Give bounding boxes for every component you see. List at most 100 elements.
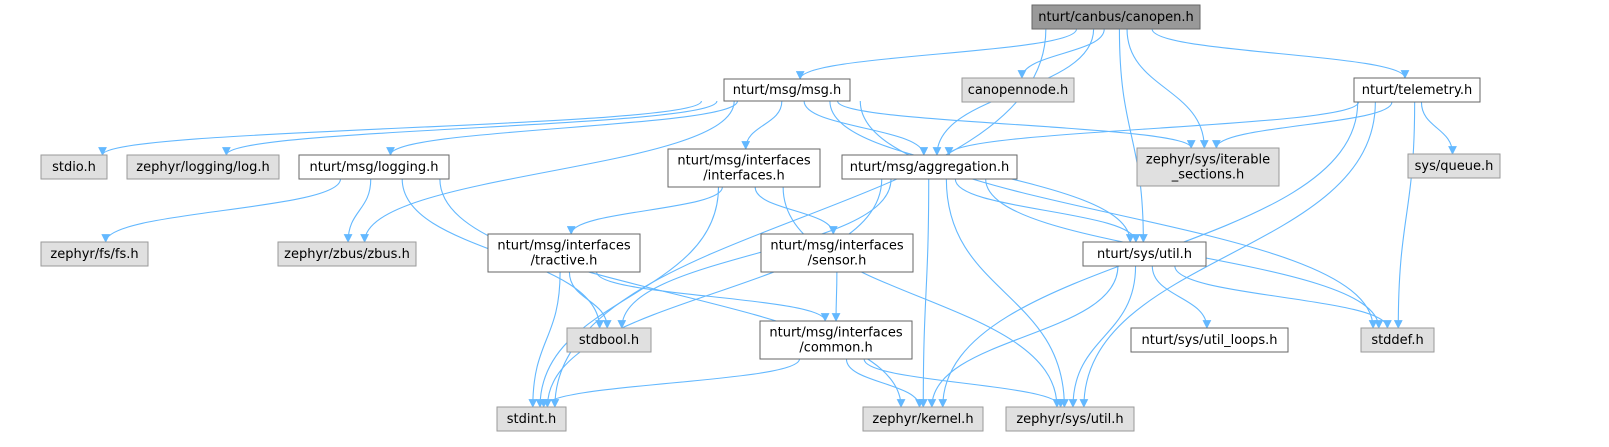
node-telemetry[interactable]: nturt/telemetry.h: [1353, 77, 1481, 103]
node-box-stdint: [496, 406, 567, 432]
edge-nturtutil-to-stddef: [1174, 265, 1392, 329]
node-box-nturtutil: [1082, 241, 1207, 267]
node-label-stdio: stdio.h: [52, 160, 96, 175]
node-label-sensor: nturt/msg/interfaces: [770, 239, 903, 254]
node-label-queue: sys/queue.h: [1415, 159, 1494, 174]
edge-canopen-to-iterable: [1126, 28, 1209, 149]
node-box-canopen: [1031, 4, 1201, 30]
node-label-sensor: /sensor.h: [808, 254, 867, 269]
node-label-msg: nturt/msg/msg.h: [733, 83, 842, 98]
node-label-tractive: /tractive.h: [531, 254, 598, 269]
node-box-stdbool: [566, 327, 652, 353]
node-box-stddef: [1360, 327, 1435, 353]
node-box-zbus: [277, 241, 417, 267]
node-canopennode: canopennode.h: [961, 77, 1075, 103]
node-tractive[interactable]: nturt/msg/interfaces/tractive.h: [487, 233, 641, 273]
node-label-iterable: _sections.h: [1171, 168, 1244, 183]
node-stdio: stdio.h: [40, 154, 108, 180]
edge-msg-to-aggregation: [803, 100, 929, 156]
node-label-stdint: stdint.h: [507, 412, 556, 427]
node-box-queue: [1407, 153, 1501, 179]
node-box-stdio: [40, 154, 108, 180]
node-kernel: zephyr/kernel.h: [862, 406, 984, 432]
edge-aggregation-to-kernel: [918, 178, 930, 408]
edge-common-to-kernel: [845, 358, 924, 408]
edge-common-to-zutil: [863, 358, 1065, 408]
node-box-msg: [723, 78, 851, 102]
nodes-layer: nturt/canbus/canopen.h nturt/msg/msg.h can…: [40, 4, 1501, 432]
edge-logging-to-zbus: [343, 178, 372, 243]
edge-telemetry-to-iterable: [1212, 101, 1393, 149]
node-box-sensor: [760, 233, 914, 273]
node-label-stdbool: stdbool.h: [579, 333, 639, 348]
node-label-aggregation: nturt/msg/aggregation.h: [850, 160, 1010, 175]
node-label-log: zephyr/logging/log.h: [136, 160, 269, 175]
node-box-tractive: [487, 233, 641, 273]
node-label-nturtutil: nturt/sys/util.h: [1097, 247, 1192, 262]
node-zbus: zephyr/zbus/zbus.h: [277, 241, 417, 267]
node-label-telemetry: nturt/telemetry.h: [1362, 83, 1472, 98]
node-canopen: nturt/canbus/canopen.h: [1031, 4, 1201, 30]
edge-canopen-to-telemetry: [1151, 28, 1410, 79]
node-box-zutil: [1005, 406, 1135, 432]
node-logging[interactable]: nturt/msg/logging.h: [298, 154, 450, 180]
node-iterable: zephyr/sys/iterable_sections.h: [1136, 147, 1280, 187]
edge-msg-to-logging: [386, 100, 738, 156]
edge-aggregation-to-stdint: [543, 178, 883, 408]
edge-aggregation-to-stdbool: [617, 178, 892, 329]
edge-interfaces-to-stdint: [535, 186, 720, 408]
edge-msg-to-iterable: [836, 100, 1196, 149]
edge-logging-to-fs: [101, 178, 342, 243]
node-label-canopen: nturt/canbus/canopen.h: [1038, 10, 1194, 25]
edge-aggregation-to-nturtutil: [954, 178, 1141, 243]
node-utilloops[interactable]: nturt/sys/util_loops.h: [1130, 327, 1289, 353]
node-label-stddef: stddef.h: [1371, 333, 1423, 348]
edge-msg-to-stddef: [859, 100, 1378, 329]
edge-nturtutil-to-kernel: [927, 265, 1119, 408]
edge-canopen-to-nturtutil: [1118, 28, 1148, 243]
edge-tractive-to-stdint: [528, 271, 561, 408]
edge-tractive-to-common: [596, 271, 830, 322]
node-stdbool: stdbool.h: [566, 327, 652, 353]
node-label-logging: nturt/msg/logging.h: [309, 160, 438, 175]
node-label-zbus: zephyr/zbus/zbus.h: [284, 247, 410, 262]
edge-interfaces-to-sensor: [754, 186, 838, 235]
node-common[interactable]: nturt/msg/interfaces/common.h: [759, 320, 913, 360]
edge-telemetry-to-aggregation: [944, 101, 1360, 156]
node-msg[interactable]: nturt/msg/msg.h: [723, 78, 851, 102]
node-label-common: nturt/msg/interfaces: [769, 326, 902, 341]
node-box-interfaces: [667, 148, 821, 188]
edge-telemetry-to-queue: [1420, 101, 1457, 155]
node-log: zephyr/logging/log.h: [126, 154, 280, 180]
node-stddef: stddef.h: [1360, 327, 1435, 353]
node-aggregation[interactable]: nturt/msg/aggregation.h: [841, 154, 1018, 180]
node-label-tractive: nturt/msg/interfaces: [497, 239, 630, 254]
edge-interfaces-to-tractive: [566, 186, 723, 235]
node-fs: zephyr/fs/fs.h: [40, 241, 149, 267]
node-box-utilloops: [1130, 327, 1289, 353]
node-box-fs: [40, 241, 149, 267]
node-label-fs: zephyr/fs/fs.h: [50, 247, 138, 262]
edge-nturtutil-to-zutil: [1068, 265, 1137, 408]
node-box-canopennode: [961, 77, 1075, 103]
node-label-common: /common.h: [799, 341, 872, 356]
edge-canopen-to-canopennode: [1017, 28, 1105, 79]
node-label-interfaces: nturt/msg/interfaces: [677, 154, 810, 169]
edge-telemetry-to-stddef: [1393, 101, 1416, 329]
edge-msg-to-interfaces: [741, 100, 783, 150]
edge-tractive-to-stdbool: [568, 271, 612, 329]
node-box-aggregation: [841, 154, 1018, 180]
node-nturtutil[interactable]: nturt/sys/util.h: [1082, 241, 1207, 267]
node-box-telemetry: [1353, 77, 1481, 103]
node-sensor[interactable]: nturt/msg/interfaces/sensor.h: [760, 233, 914, 273]
edge-msg-to-stdio: [98, 100, 702, 156]
edge-logging-to-kernel: [439, 178, 906, 408]
node-box-common: [759, 320, 913, 360]
edge-common-to-stdint: [539, 358, 801, 408]
node-box-iterable: [1136, 147, 1280, 187]
edge-nturtutil-to-utilloops: [1151, 265, 1212, 329]
node-label-interfaces: /interfaces.h: [703, 169, 785, 184]
edge-msg-to-log: [222, 100, 718, 156]
node-interfaces[interactable]: nturt/msg/interfaces/interfaces.h: [667, 148, 821, 188]
